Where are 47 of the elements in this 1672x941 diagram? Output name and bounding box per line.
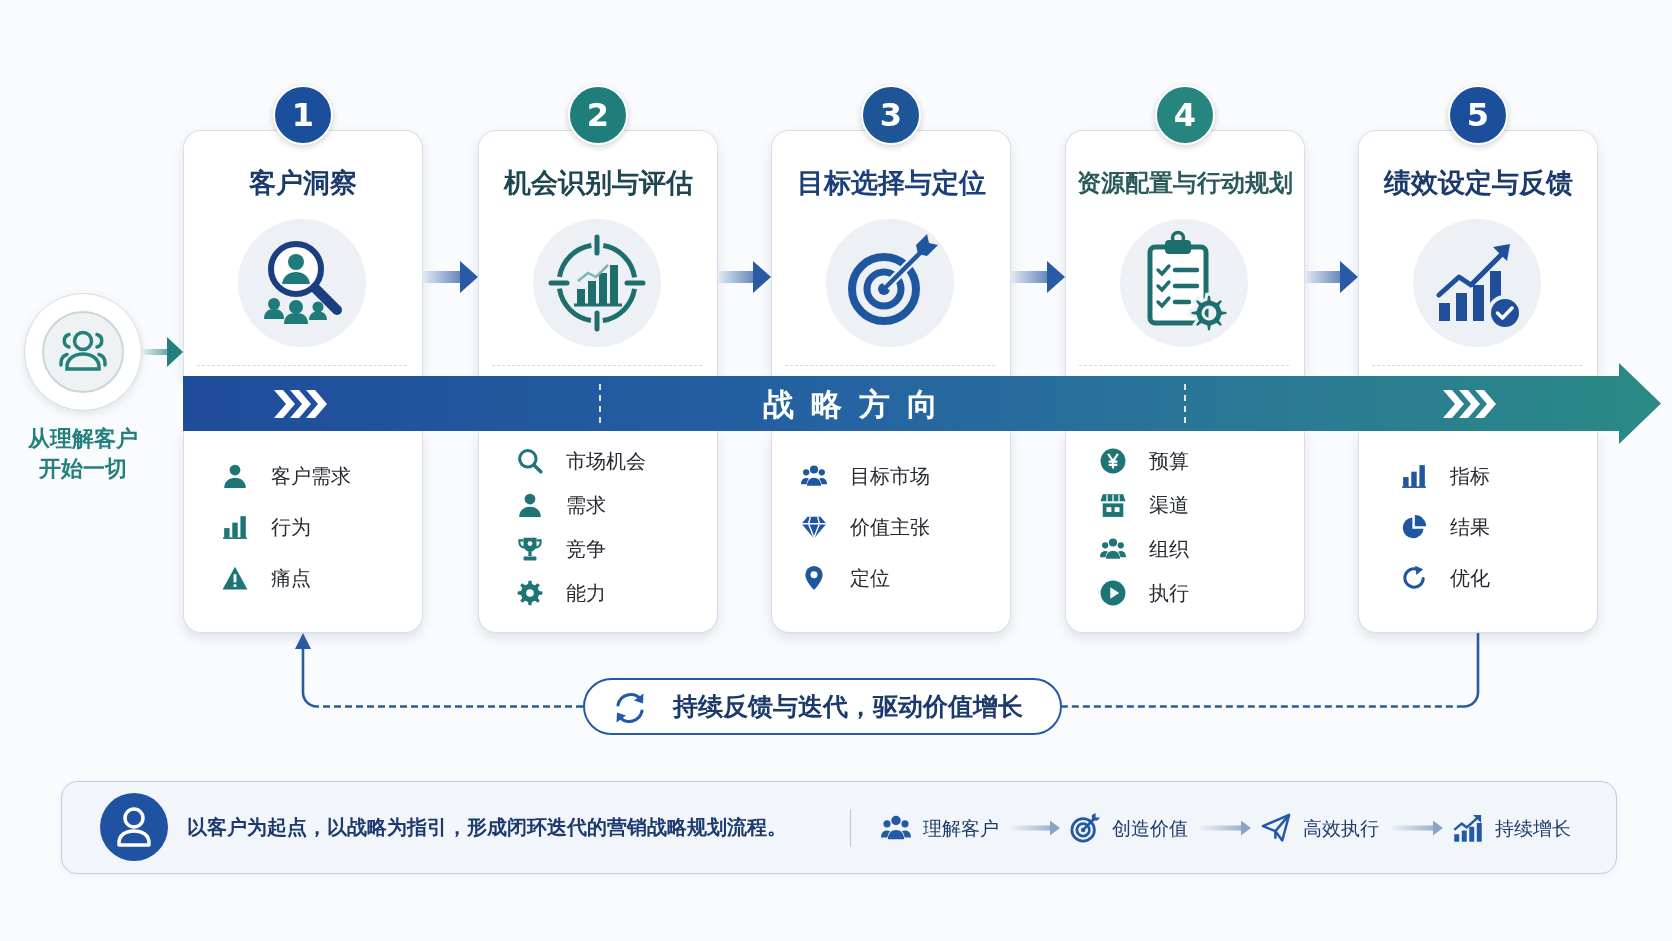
arrow	[1200, 820, 1251, 836]
keyword-label: 持续增长	[1495, 816, 1571, 841]
item-label: 执行	[1148, 580, 1189, 607]
item-label: 目标市场	[849, 463, 930, 490]
step-title: 绩效设定与反馈	[1383, 166, 1573, 200]
step-title: 客户洞察	[249, 166, 357, 200]
feedback-text: 持续反馈与迭代，驱动价值增长	[673, 690, 1023, 723]
arrow	[1305, 261, 1358, 293]
item-label: 预算	[1148, 448, 1189, 475]
summary-text: 以客户为起点，以战略为指引，形成闭环迭代的营销战略规划流程。	[187, 814, 787, 841]
step-title: 目标选择与定位	[796, 166, 986, 200]
band-title: 战略方向	[761, 384, 955, 424]
step-title: 机会识别与评估	[503, 166, 693, 200]
caption-text: 从理解客户开始一切	[27, 425, 139, 483]
item-label: 组织	[1148, 536, 1189, 563]
item-label: 渠道	[1148, 492, 1189, 519]
item-label: 需求	[565, 492, 606, 519]
item-label: 指标	[1449, 463, 1490, 490]
step-number: 1	[273, 85, 333, 145]
connector-line	[1062, 633, 1480, 708]
arrow	[718, 261, 771, 293]
item-label: 能力	[565, 580, 606, 607]
item-label: 竞争	[565, 536, 606, 563]
step-number: 5	[1448, 85, 1508, 145]
step-title: 资源配置与行动规划	[1077, 168, 1293, 199]
keyword-label: 创造价值	[1112, 816, 1188, 841]
summary-panel	[61, 781, 1617, 874]
item-label: 行为	[270, 514, 311, 541]
arrow	[1011, 820, 1060, 836]
item-label: 优化	[1449, 565, 1490, 592]
item-label: 定位	[849, 565, 890, 592]
arrow	[295, 633, 583, 708]
arrow	[423, 261, 478, 293]
step-number: 2	[568, 85, 628, 145]
arrow	[142, 337, 183, 367]
item-label: 市场机会	[565, 448, 646, 475]
arrow	[1011, 261, 1065, 293]
feedback-callout	[583, 678, 1062, 735]
item-label: 结果	[1449, 514, 1490, 541]
arrow	[1391, 820, 1443, 836]
keyword-label: 理解客户	[923, 816, 999, 841]
step-number: 4	[1155, 85, 1215, 145]
item-label: 痛点	[270, 565, 311, 592]
item-label: 客户需求	[270, 463, 351, 490]
item-label: 价值主张	[849, 514, 930, 541]
step-number: 3	[861, 85, 921, 145]
keyword-label: 高效执行	[1303, 816, 1379, 841]
